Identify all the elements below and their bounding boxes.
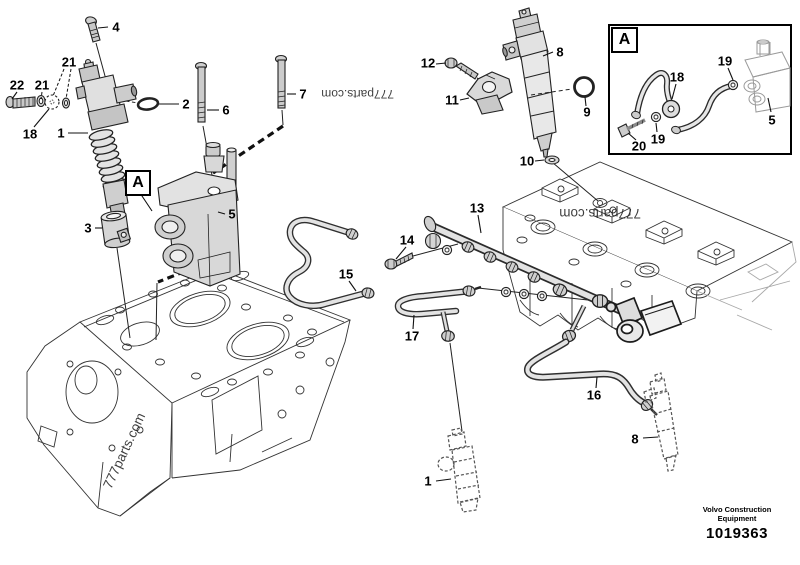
clamp-11-art: [444, 57, 513, 115]
cylinder-head-art: [501, 161, 797, 332]
footer-block: Volvo Construction Equipment 1019363: [676, 505, 798, 543]
callout-10: 10: [519, 153, 535, 169]
callout-20-inset: 20: [631, 138, 647, 154]
injector-1-art: [75, 58, 138, 218]
callout-21-upper: 21: [61, 54, 77, 70]
sleeve-3-art: [100, 210, 132, 249]
callout-1-lower: 1: [424, 473, 432, 489]
callout-5: 5: [228, 206, 236, 222]
leader-lines: [11, 26, 772, 482]
fuel-rail-13-art: [423, 215, 683, 343]
callout-5-inset: 5: [768, 112, 776, 128]
callout-21: 21: [34, 77, 50, 93]
callout-11: 11: [445, 92, 459, 108]
inset-detail-marker-a: A: [611, 27, 638, 53]
callout-8: 8: [556, 44, 564, 60]
callout-18: 18: [22, 126, 38, 142]
bolt-14-art: [384, 252, 414, 270]
brand-line2: Equipment: [717, 513, 757, 523]
callout-8-lower: 8: [631, 431, 639, 447]
figure-number: 1019363: [706, 525, 768, 543]
callout-22: 22: [9, 77, 25, 93]
callout-2: 2: [182, 96, 190, 112]
callout-4: 4: [112, 19, 120, 35]
inset-detail-box-art: [608, 24, 792, 155]
bolts-art: [85, 16, 288, 123]
o-ring-9-art: [573, 76, 595, 98]
callout-16: 16: [586, 387, 602, 403]
detail-marker-a: A: [125, 170, 151, 196]
callout-19-inset-lower: 19: [650, 131, 666, 147]
watermark-text: 777parts.com: [321, 87, 394, 101]
callout-12: 12: [420, 55, 436, 71]
axis-lines: [95, 42, 599, 432]
callout-17: 17: [404, 328, 420, 344]
pump-5-art: [154, 141, 241, 287]
callout-14: 14: [399, 232, 415, 248]
injector-8-ghost-art: [643, 372, 679, 472]
callout-3: 3: [84, 220, 92, 236]
pipe-15-art: [283, 216, 376, 309]
fasteners-left-art: [5, 94, 71, 110]
watermark-text: 777parts.com: [559, 206, 641, 221]
o-ring-2-art: [136, 97, 160, 111]
callout-7: 7: [299, 86, 307, 102]
callout-18-inset: 18: [669, 69, 685, 85]
callout-9: 9: [583, 104, 591, 120]
callout-1: 1: [57, 125, 65, 141]
callout-13: 13: [469, 200, 485, 216]
callout-19-inset-top: 19: [717, 53, 733, 69]
pipe-17-art: [394, 284, 482, 343]
engine-block-art: [26, 267, 352, 517]
callout-6: 6: [222, 102, 230, 118]
callout-15: 15: [338, 266, 354, 282]
seal-10-art: [544, 155, 560, 165]
pump-1-ghost-art: [437, 427, 481, 513]
brand-line1: Volvo Construction: [702, 505, 772, 514]
